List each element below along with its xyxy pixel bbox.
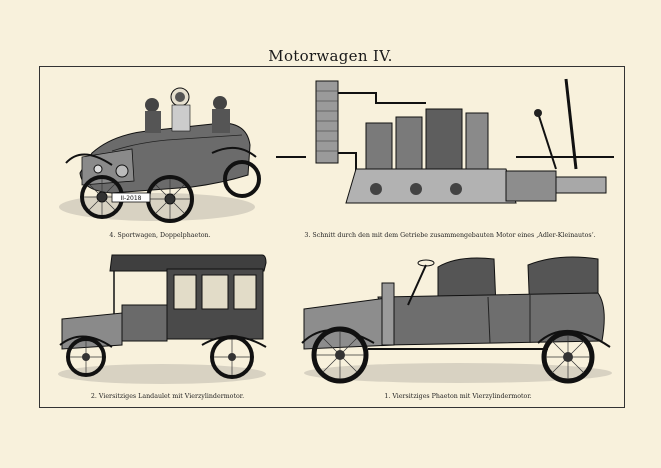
figure-phaeton [298,247,616,387]
engine-section-illustration [276,78,614,204]
caption-fig4: 4. Sportwagen, Doppelphaeton. [109,232,211,239]
sportwagen-illustration: II-2018 [59,87,261,223]
figure-landaulet [52,249,277,389]
phaeton-illustration [301,256,612,384]
plate-frame: II-2018 4. Sportwagen, Doppelphaeton. [39,66,625,408]
landaulet-illustration [58,254,267,384]
license-plate: II-2018 [121,195,142,202]
caption-fig1: 1. Viersitziges Phaeton mit Vierzylinder… [384,393,532,400]
figure-engine-section [276,73,616,223]
caption-fig3: 3. Schnitt durch den mit dem Getriebe zu… [304,232,596,239]
caption-fig2: 2. Viersitziges Landaulet mit Vierzylind… [90,393,245,400]
figure-sportwagen: II-2018 [52,75,262,227]
plate-title: Motorwagen IV. [268,47,393,65]
